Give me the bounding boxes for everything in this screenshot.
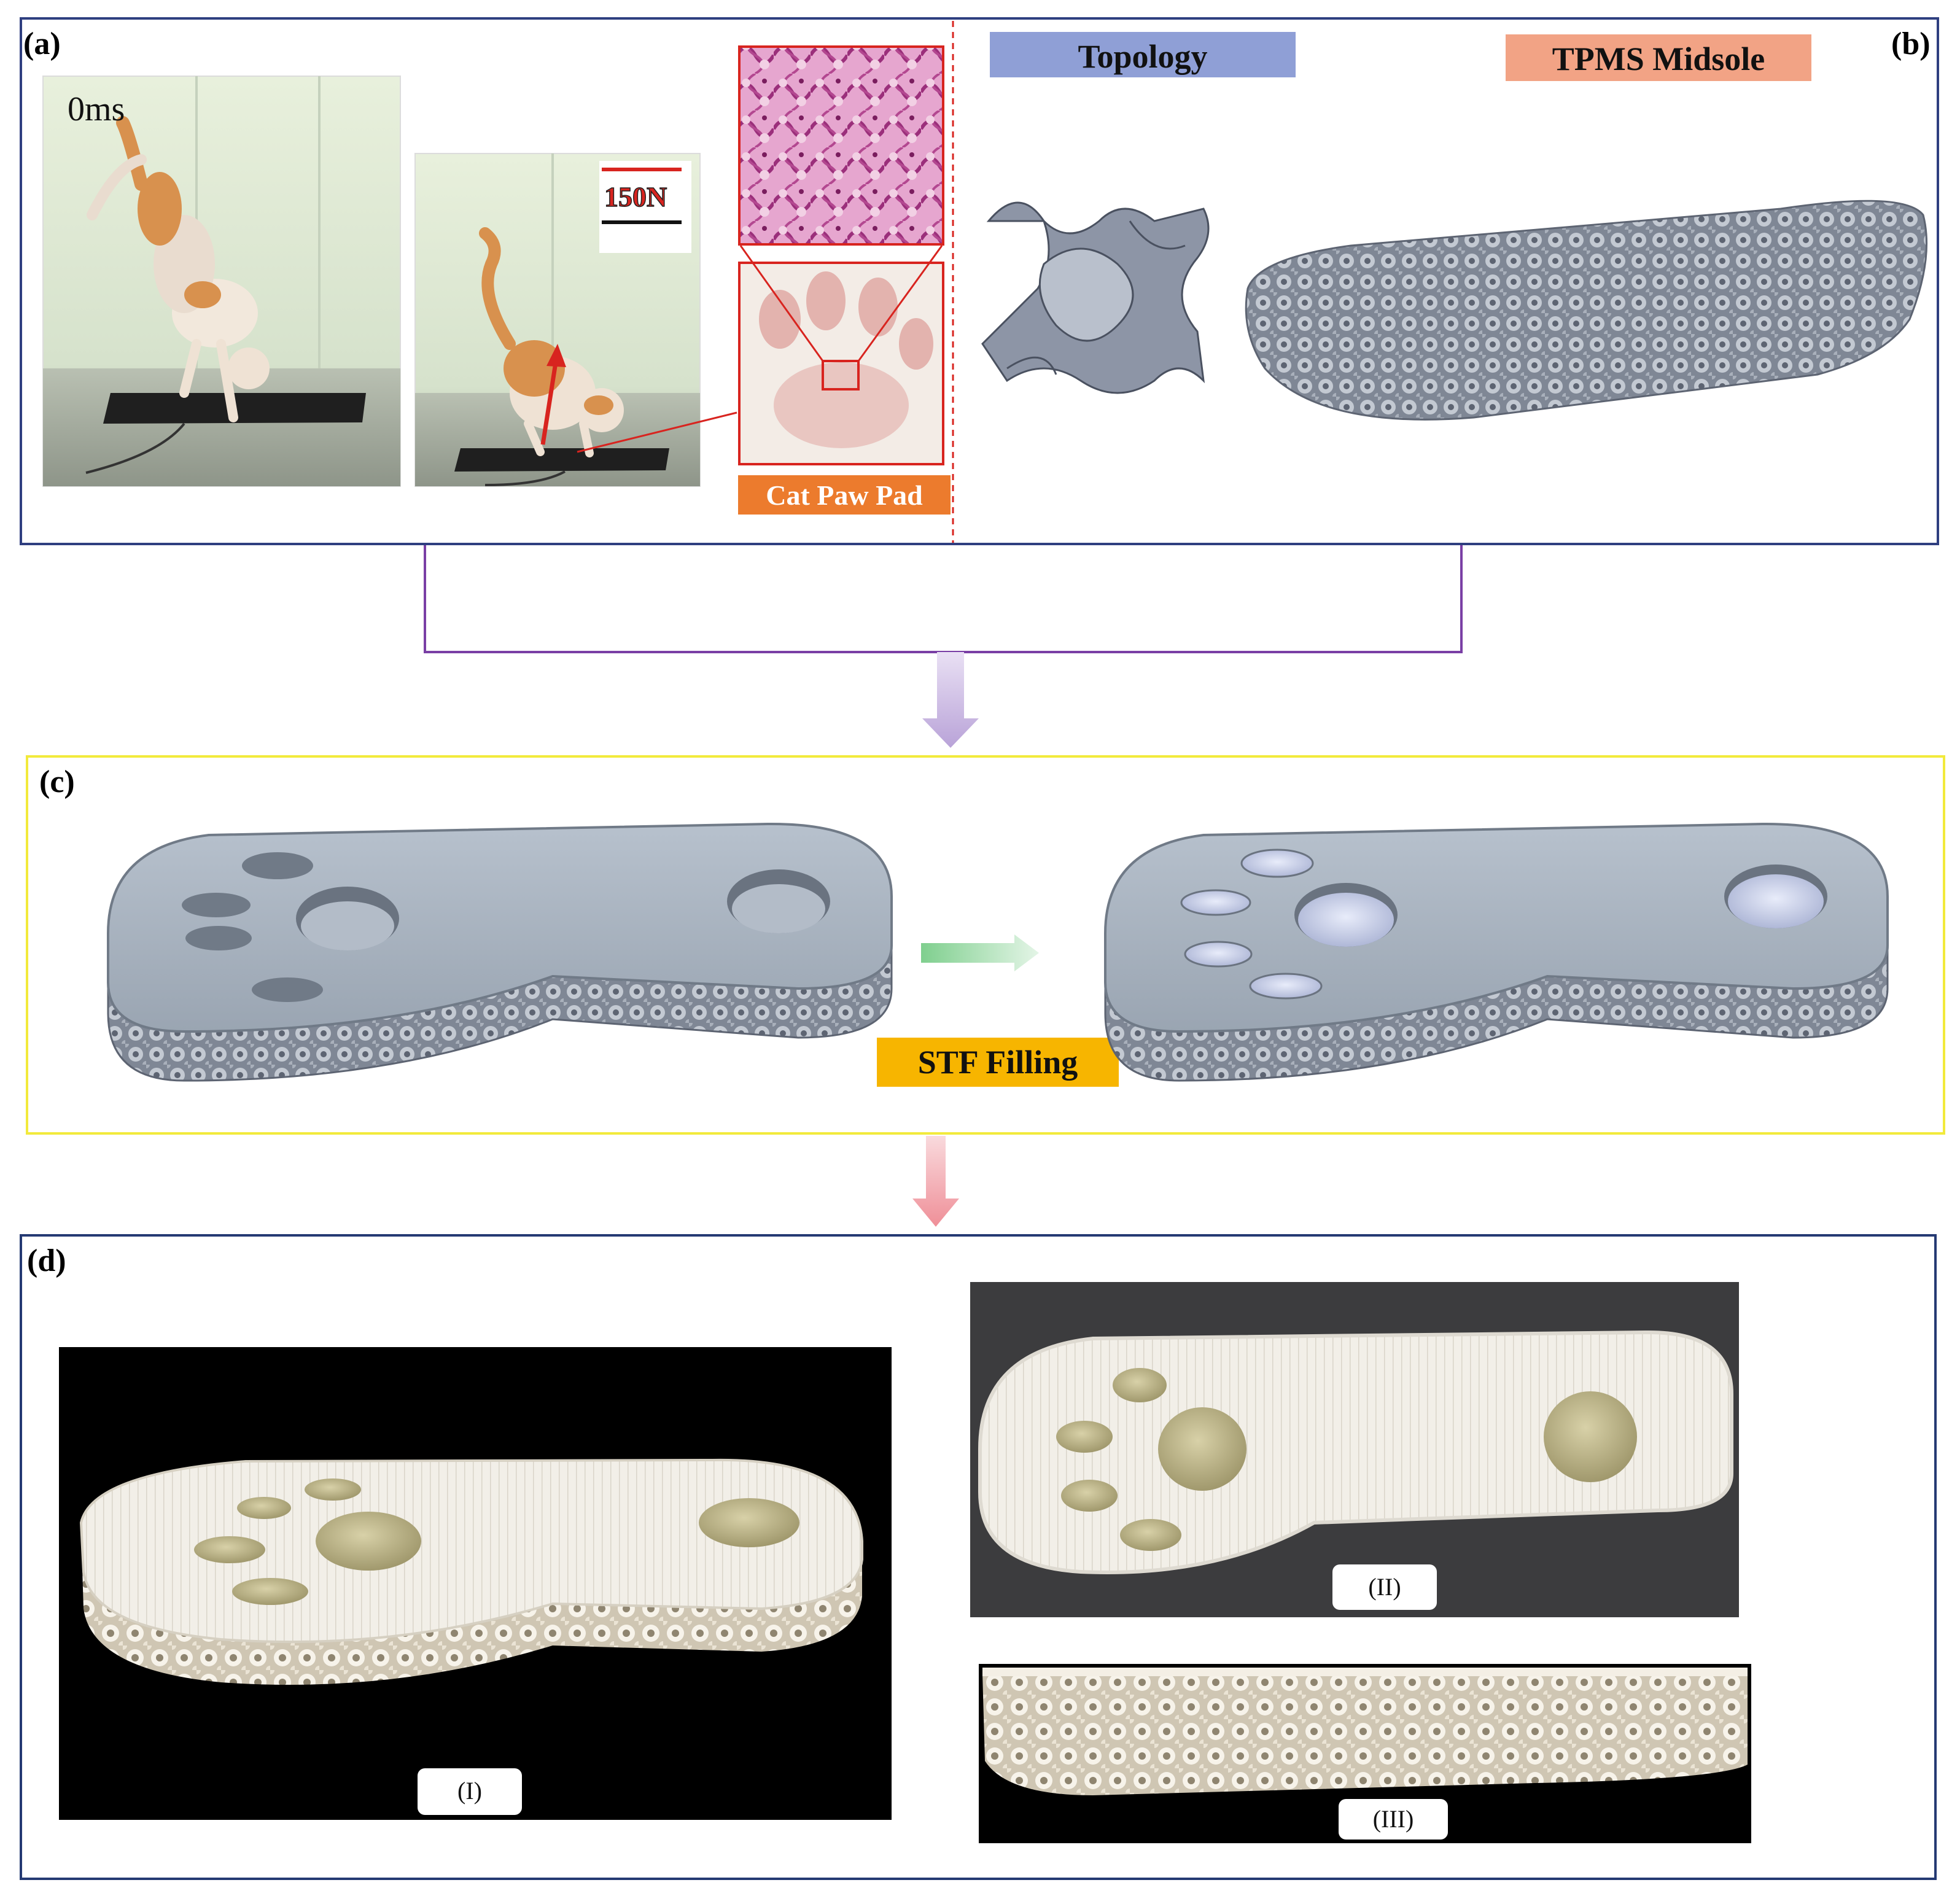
topology-label-bg (990, 32, 1296, 77)
midsole-label: TPMS Midsole (1552, 41, 1765, 77)
frame1-time: 0ms (68, 90, 125, 128)
panel-d-letter: (d) (27, 1243, 66, 1278)
paw-callout-line (577, 411, 737, 453)
panel-ab: (a) (b) 0ms (20, 17, 1939, 545)
photo3-label: (III) (1373, 1805, 1414, 1833)
cat-photo-frame-1: 0ms (42, 76, 401, 487)
panel-b-letter: (b) (1891, 26, 1931, 61)
panel-a-letter: (a) (23, 26, 61, 61)
panel-d: (d) (I) (II) (20, 1234, 1937, 1880)
tpms-unit-cell-icon (981, 201, 1210, 394)
insole-photo-2: (II) (970, 1282, 1739, 1617)
force-arrow-head (546, 344, 566, 367)
midsole-label-bg (1506, 34, 1811, 81)
insole-photo-icon-2 (978, 1330, 1733, 1574)
connector-ab-to-c (424, 545, 1463, 748)
insole-render-icon-filled (1104, 822, 1889, 1082)
panel-d-frame (20, 1234, 1937, 1880)
paw-zoom-box (822, 360, 860, 390)
panel-c-letter: (c) (39, 764, 75, 799)
insole-photo-3: (III) (979, 1664, 1751, 1843)
photo1-label: (I) (457, 1777, 482, 1805)
paw-label: Cat Paw Pad (766, 480, 923, 511)
topology-label: Topology (1078, 38, 1207, 75)
panel-c: (c) STF Filling (26, 755, 1945, 1135)
arrow-down-pink (912, 1136, 959, 1227)
paw-label-bg (738, 475, 951, 515)
photo2-label: (II) (1368, 1573, 1401, 1601)
force-arrow (540, 358, 559, 445)
insole-render-icon-empty (107, 822, 893, 1082)
paw-pad-images: Cat Paw Pad (738, 45, 951, 515)
panel-b-content: Topology TPMS Midsole (981, 32, 1928, 421)
arrow-right-green (921, 934, 1039, 971)
force-label: 150N (604, 181, 667, 212)
insole-photo-1: (I) (59, 1347, 892, 1820)
lattice-midsole-icon (1245, 200, 1928, 421)
cat-photo-icon (87, 116, 270, 422)
paw-micrograph-icon (738, 45, 944, 246)
stf-label: STF Filling (918, 1044, 1078, 1081)
panel-c-frame (26, 755, 1945, 1135)
cat-photo-frame-2: 150N (414, 153, 737, 487)
arrow-down-purple (922, 652, 979, 748)
stf-label-bg (877, 1038, 1119, 1087)
panel-ab-frame (20, 17, 1939, 545)
insole-photo-icon-3 (982, 1668, 1748, 1795)
